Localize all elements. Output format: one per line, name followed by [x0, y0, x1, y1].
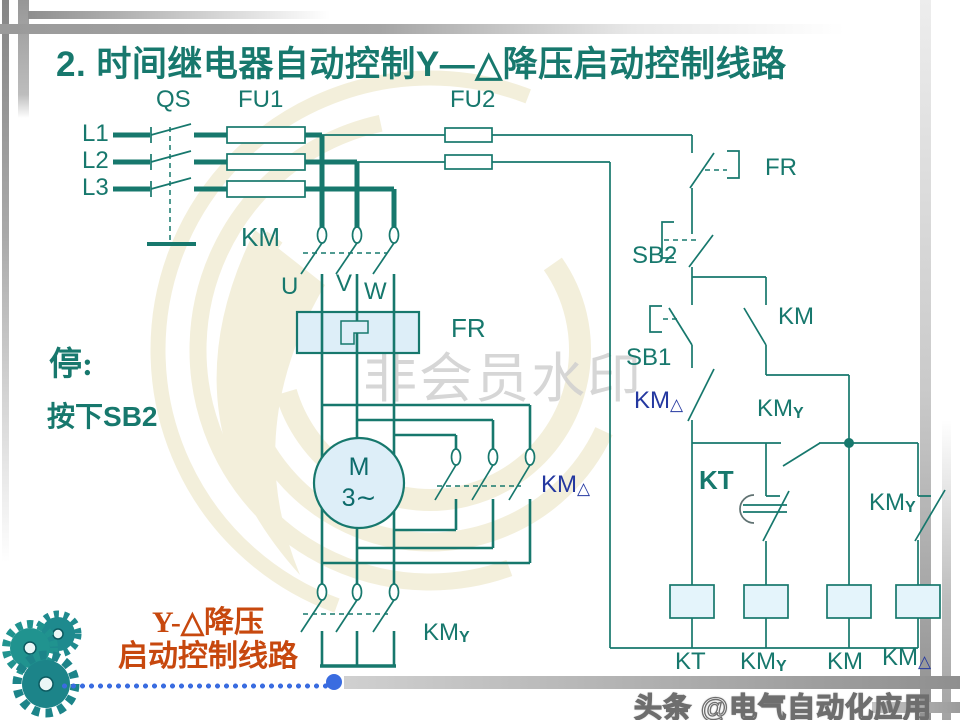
label-v: V	[336, 270, 353, 297]
label-km-delta-motor: KM△	[541, 471, 591, 498]
label-km-delta-interlock: KM△	[634, 387, 684, 414]
footer-caption: Y-△降压 启动控制线路	[103, 606, 313, 674]
label-qs: QS	[156, 86, 191, 113]
label-l2: L2	[82, 147, 109, 174]
label-sb2: SB2	[632, 242, 678, 269]
motor-circle	[312, 436, 406, 530]
motor-branch-wires	[320, 274, 532, 666]
linkage-dashes	[169, 127, 727, 615]
corner-bar-vertical-2	[18, 0, 29, 118]
label-km-y-main: KMY	[423, 619, 470, 646]
motor-letter: M	[348, 453, 370, 481]
control-wires	[150, 123, 946, 649]
dotted-accent-line	[60, 681, 328, 689]
label-kt: KT	[699, 465, 734, 495]
label-km-main: KM	[241, 222, 280, 252]
label-km-y-right: KMY	[869, 489, 916, 516]
label-l1: L1	[82, 120, 109, 147]
label-fr-main: FR	[451, 313, 486, 343]
label-w: W	[364, 278, 387, 305]
corner-bar-horizontal-1	[28, 11, 330, 19]
accent-dot	[326, 674, 342, 690]
label-u: U	[281, 273, 299, 300]
label-coil-km-delta: KM△	[882, 644, 932, 671]
center-watermark: 非会员水印	[363, 349, 643, 409]
label-coil-km: KM	[827, 648, 863, 675]
label-fu2: FU2	[450, 86, 496, 113]
contact-terminals	[316, 226, 536, 601]
corner-bar-vertical-1	[2, 0, 9, 580]
page-title: 2. 时间继电器自动控制Y—△降压启动控制线路	[56, 45, 787, 84]
heater-element-icon	[340, 320, 369, 345]
right-bar-vertical-1	[920, 0, 931, 720]
stop-heading: 停:	[49, 347, 93, 383]
footer-line1: Y-△降压	[152, 606, 264, 639]
bottom-corner-bar	[872, 702, 960, 713]
label-km-y-aux: KMY	[757, 395, 804, 422]
motor-phase: 3∼	[341, 484, 377, 512]
right-bar-vertical-2	[942, 420, 951, 720]
corner-watermark: 头条 @电气自动化应用	[633, 691, 933, 720]
fuses	[226, 126, 493, 198]
junction-dot	[844, 438, 854, 448]
stop-action: 按下SB2	[47, 401, 158, 433]
coils	[669, 584, 941, 619]
label-l3: L3	[82, 174, 109, 201]
label-coil-kt: KT	[675, 648, 706, 675]
label-sb1: SB1	[626, 344, 672, 371]
kt-delay-arc-icon	[739, 494, 755, 524]
corner-bar-horizontal-2	[0, 24, 845, 34]
supply-wires	[113, 132, 397, 227]
label-fr-control: FR	[765, 154, 797, 181]
bottom-bar-horizontal	[344, 676, 960, 689]
label-coil-km-y: KMY	[740, 648, 787, 675]
label-km-seal: KM	[778, 303, 814, 330]
label-fu1: FU1	[238, 86, 284, 113]
footer-line2: 启动控制线路	[118, 640, 298, 673]
